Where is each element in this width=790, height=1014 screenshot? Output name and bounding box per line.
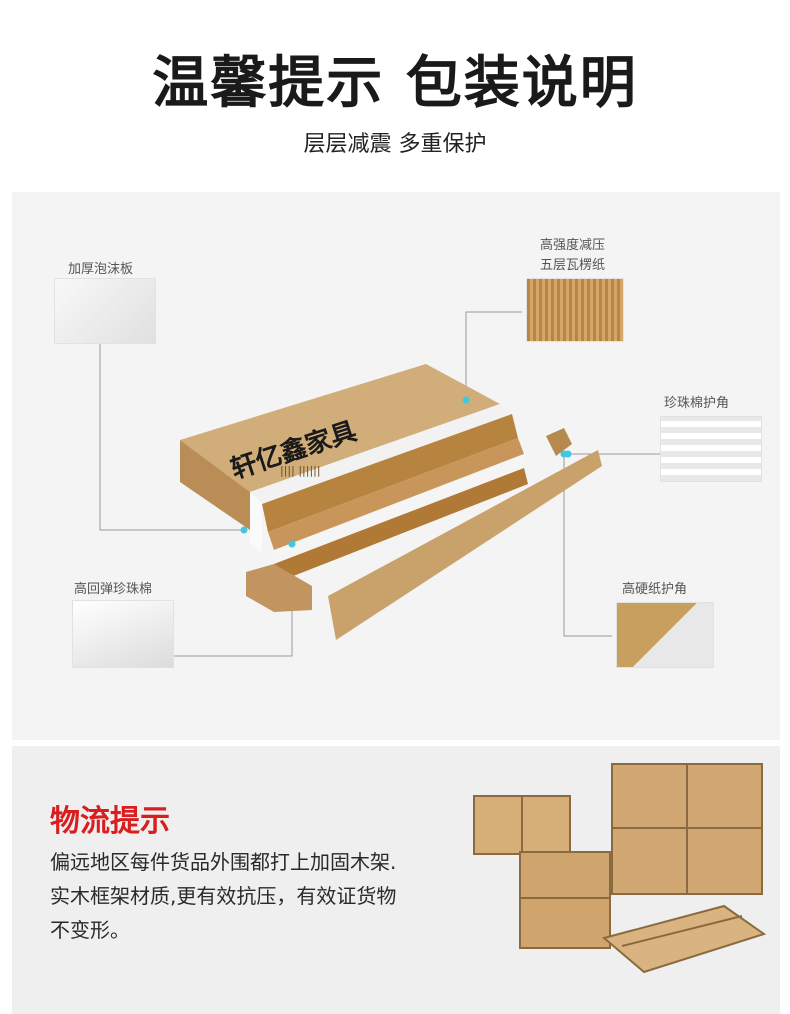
packaging-illustration: |||| |||||| — [99, 311, 660, 657]
marker-dot-pearl-cotton — [288, 540, 296, 548]
connector-corrugated — [465, 311, 522, 400]
logistics-line-3: 不变形。 — [50, 918, 130, 942]
logistics-line-1: 偏远地区每件货品外围都打上加固木架. — [50, 850, 397, 874]
box-front — [180, 440, 250, 530]
label-foam-board: 加厚泡沫板 — [68, 262, 134, 277]
edge-board — [328, 450, 602, 640]
page-title: 温馨提示 包装说明 — [152, 51, 638, 116]
label-pearl-cotton: 高回弹珍珠棉 — [74, 582, 153, 597]
connector-paper-corner — [563, 454, 612, 637]
marker-dot-foam — [240, 526, 248, 534]
wood-layer-2 — [268, 438, 524, 550]
box-print-text: |||| |||||| — [280, 464, 321, 477]
logistics-heading: 物流提示 — [50, 804, 170, 839]
logistics-panel: 物流提示 偏远地区每件货品外围都打上加固木架. 实木框架材质,更有效抗压，有效证… — [12, 746, 780, 1014]
label-pearl-corner: 珍珠棉护角 — [664, 396, 730, 411]
corner-guard — [546, 428, 572, 456]
box-bottom-corner — [246, 564, 312, 612]
marker-dot-paper-corner — [560, 450, 568, 458]
page-subtitle: 层层减震 多重保护 — [303, 132, 487, 157]
pearl-corner-swatch — [660, 416, 762, 482]
box-top — [180, 364, 500, 492]
foam-front — [250, 492, 262, 554]
marker-dot-corrugated — [462, 396, 470, 404]
wooden-crate-illustration — [473, 763, 767, 974]
pearl-cotton-swatch — [72, 600, 174, 668]
corrugated-swatch — [526, 278, 624, 342]
crate-middle — [519, 851, 611, 949]
foam-layer — [250, 404, 512, 504]
crate-flat — [601, 904, 767, 974]
wood-layer-1 — [262, 414, 518, 532]
paper-corner-swatch — [616, 602, 714, 668]
connector-foam-board — [99, 342, 244, 531]
foam-board-swatch — [54, 278, 156, 344]
wood-layer-3 — [274, 468, 528, 582]
label-paper-corner: 高硬纸护角 — [622, 582, 688, 597]
label-corrugated-1: 高强度减压 — [540, 238, 606, 253]
foam-layer-2 — [274, 454, 524, 564]
label-corrugated-2: 五层瓦楞纸 — [540, 258, 606, 273]
logistics-line-2: 实木框架材质,更有效抗压，有效证货物 — [50, 884, 397, 908]
packaging-diagram-panel: |||| |||||| 轩亿鑫家具 加厚泡沫板 高强度减压 五层瓦楞纸 珍珠棉护… — [12, 192, 780, 740]
